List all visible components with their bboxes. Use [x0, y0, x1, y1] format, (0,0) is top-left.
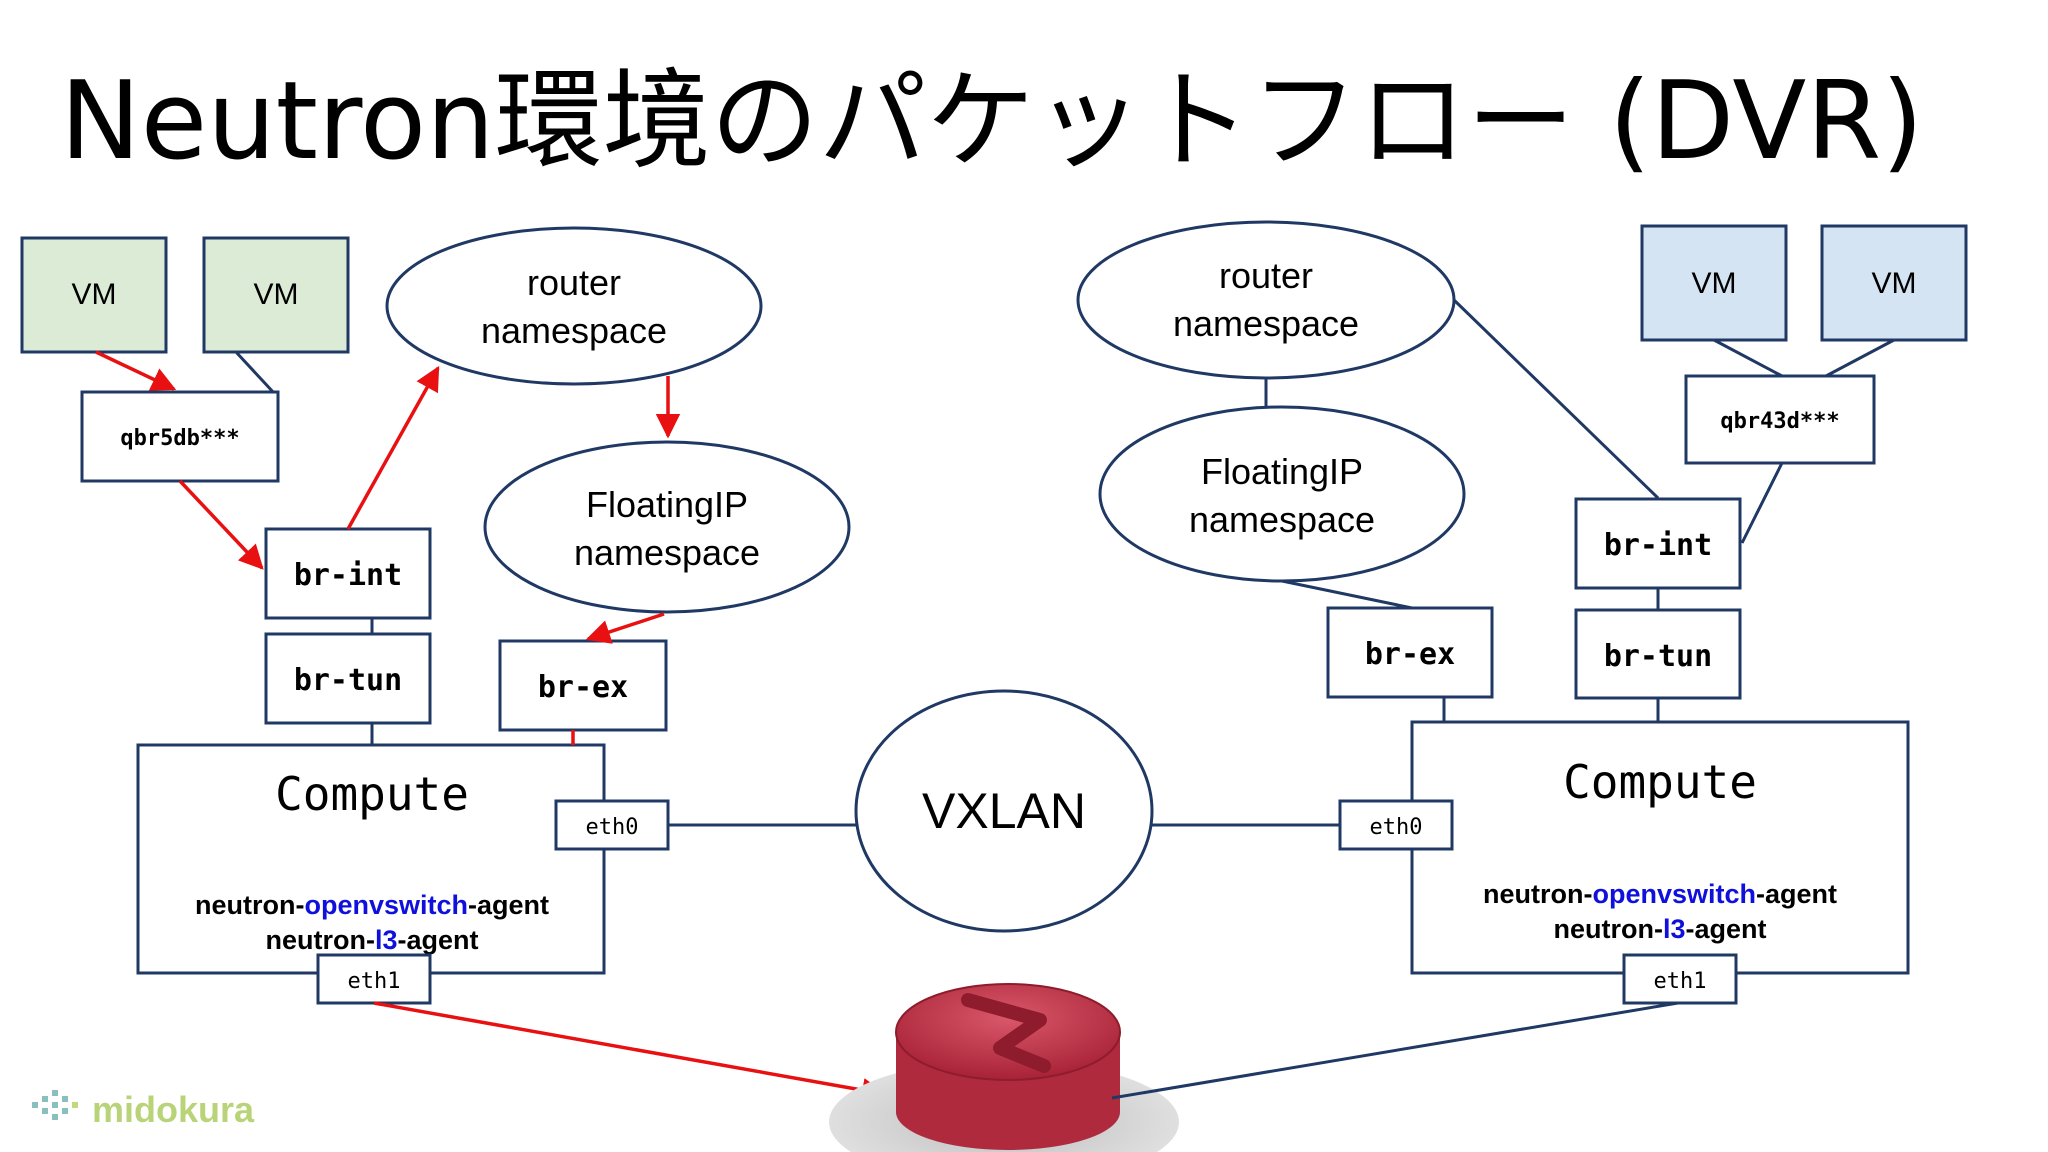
router-arrows-icon	[961, 993, 1051, 1073]
right-br-tun-label: br-tun	[1604, 639, 1712, 674]
left-vm-2-label: VM	[254, 278, 299, 311]
left-br-int[interactable]	[264, 527, 432, 620]
left-br-ex-label: br-ex	[538, 670, 628, 705]
right-router-ns-line1: router	[1219, 255, 1313, 296]
left-fip-ns-line2: namespace	[574, 532, 760, 573]
left-fip-namespace[interactable]	[483, 440, 851, 614]
right-eth0-port[interactable]	[1338, 799, 1454, 851]
left-vm-1-label: VM	[72, 278, 117, 311]
midokura-logo-mark	[32, 1090, 78, 1120]
right-qbr-label: qbr43d***	[1720, 409, 1839, 434]
right-agent-ovs: neutron-openvswitch-agent	[1483, 879, 1837, 909]
left-compute-label: Compute	[275, 767, 469, 821]
left-compute-node[interactable]	[136, 743, 606, 975]
left-agent-l3: neutron-l3-agent	[265, 925, 478, 955]
right-br-tun[interactable]	[1574, 608, 1742, 700]
right-eth1-label: eth1	[1654, 969, 1707, 994]
right-qbr-bridge[interactable]	[1684, 374, 1876, 465]
router-icon	[895, 983, 1121, 1081]
left-agent-ovs: neutron-openvswitch-agent	[195, 890, 549, 920]
left-br-int-label: br-int	[294, 558, 402, 593]
right-host: VM VM qbr43d*** router namespace Floatin…	[1076, 220, 1968, 1100]
vxlan-tunnel[interactable]	[854, 689, 1154, 933]
left-eth0-port[interactable]	[554, 799, 670, 851]
right-fip-ns-line2: namespace	[1189, 499, 1375, 540]
right-eth1-port[interactable]	[1622, 953, 1738, 1005]
right-compute-node[interactable]	[1410, 720, 1910, 975]
vxlan-network: VXLAN	[668, 689, 1340, 933]
right-fip-namespace[interactable]	[1098, 405, 1466, 583]
left-fip-ns-line1: FloatingIP	[586, 484, 748, 525]
right-vm-2-label: VM	[1872, 267, 1917, 300]
left-router-namespace[interactable]	[385, 226, 763, 386]
flow-arrow-vm-to-qbr	[95, 350, 177, 391]
left-host: VM VM qbr5db*** router namespace Floatin…	[20, 226, 887, 1103]
flow-arrow-brint-to-router	[346, 365, 440, 530]
right-vm-1-label: VM	[1692, 267, 1737, 300]
right-agent-l3: neutron-l3-agent	[1553, 914, 1766, 944]
right-eth0-label: eth0	[1370, 815, 1423, 840]
left-eth0-label: eth0	[586, 815, 639, 840]
right-br-int[interactable]	[1574, 497, 1742, 590]
right-router-ns-line2: namespace	[1173, 303, 1359, 344]
midokura-logo: midokura	[32, 1089, 255, 1130]
left-vm-2[interactable]	[202, 236, 350, 354]
flow-arrow-qbr-to-brint	[178, 479, 264, 570]
right-br-ex[interactable]	[1326, 606, 1494, 699]
flow-arrow-eth1-to-router	[373, 1001, 887, 1103]
left-qbr-bridge[interactable]	[80, 390, 280, 483]
left-br-tun-label: br-tun	[294, 663, 402, 698]
left-vm-1[interactable]	[20, 236, 168, 354]
left-qbr-label: qbr5db***	[120, 426, 239, 451]
slide-title: Neutron環境のパケットフロー (DVR)	[60, 59, 1923, 184]
left-router-ns-line1: router	[527, 262, 621, 303]
left-router-ns-line2: namespace	[481, 310, 667, 351]
right-vm-1[interactable]	[1640, 224, 1788, 342]
left-eth1-label: eth1	[348, 969, 401, 994]
left-br-tun[interactable]	[264, 632, 432, 725]
vxlan-label: VXLAN	[922, 783, 1086, 839]
right-compute-label: Compute	[1563, 755, 1757, 809]
flow-arrow-fip-to-brex	[585, 612, 665, 644]
left-br-ex[interactable]	[498, 639, 668, 732]
right-br-ex-label: br-ex	[1365, 637, 1455, 672]
right-vm-2[interactable]	[1820, 224, 1968, 342]
right-br-int-label: br-int	[1604, 528, 1712, 563]
right-router-namespace[interactable]	[1076, 220, 1456, 380]
external-router[interactable]	[829, 983, 1179, 1152]
midokura-logo-text: midokura	[92, 1089, 255, 1130]
right-fip-ns-line1: FloatingIP	[1201, 451, 1363, 492]
